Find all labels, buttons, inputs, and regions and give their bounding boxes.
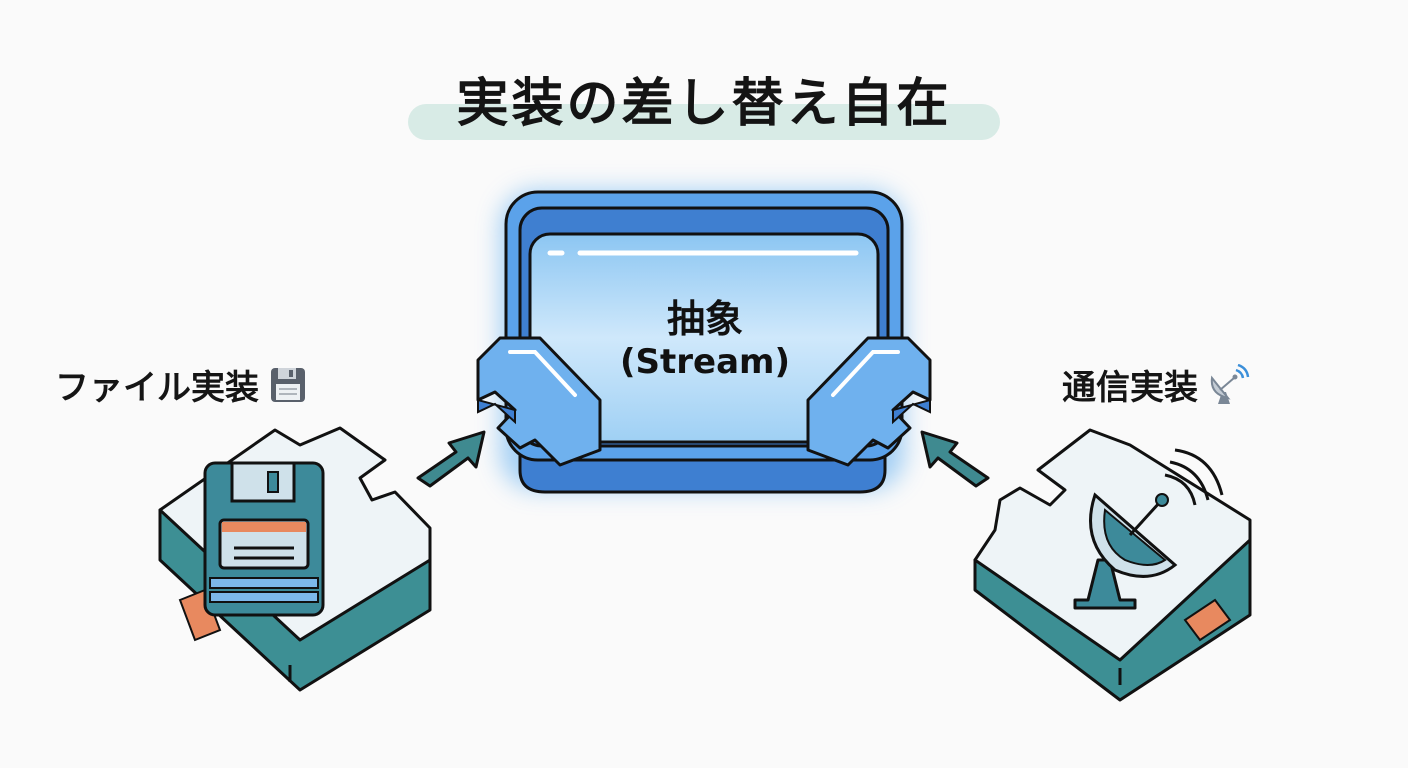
- satellite-dish-icon: [1073, 448, 1224, 610]
- arrow-right-up-icon: [416, 430, 486, 488]
- abstraction-frame-icon: [476, 190, 932, 494]
- network-implementation-piece: [973, 428, 1252, 702]
- title-highlight: [408, 104, 1000, 140]
- floppy-disk-icon: [203, 461, 325, 617]
- file-implementation-text: ファイル実装: [55, 368, 259, 408]
- abstraction-title: 抽象: [666, 297, 743, 341]
- satellite-antenna-icon: [1210, 363, 1250, 404]
- abstraction-subtitle: (Stream): [619, 342, 791, 382]
- title-block: 実装の差し替え自在: [408, 72, 1000, 146]
- arrow-left-up-icon: [920, 430, 990, 488]
- file-implementation-piece: [158, 426, 432, 692]
- file-implementation-label: ファイル実装: [55, 360, 307, 409]
- abstraction-label: 抽象 (Stream): [560, 296, 850, 382]
- page-title: 実装の差し替え自在: [456, 74, 952, 134]
- network-implementation-label: 通信実装: [1062, 360, 1250, 409]
- floppy-disk-icon: [271, 367, 305, 402]
- network-implementation-text: 通信実装: [1062, 368, 1198, 408]
